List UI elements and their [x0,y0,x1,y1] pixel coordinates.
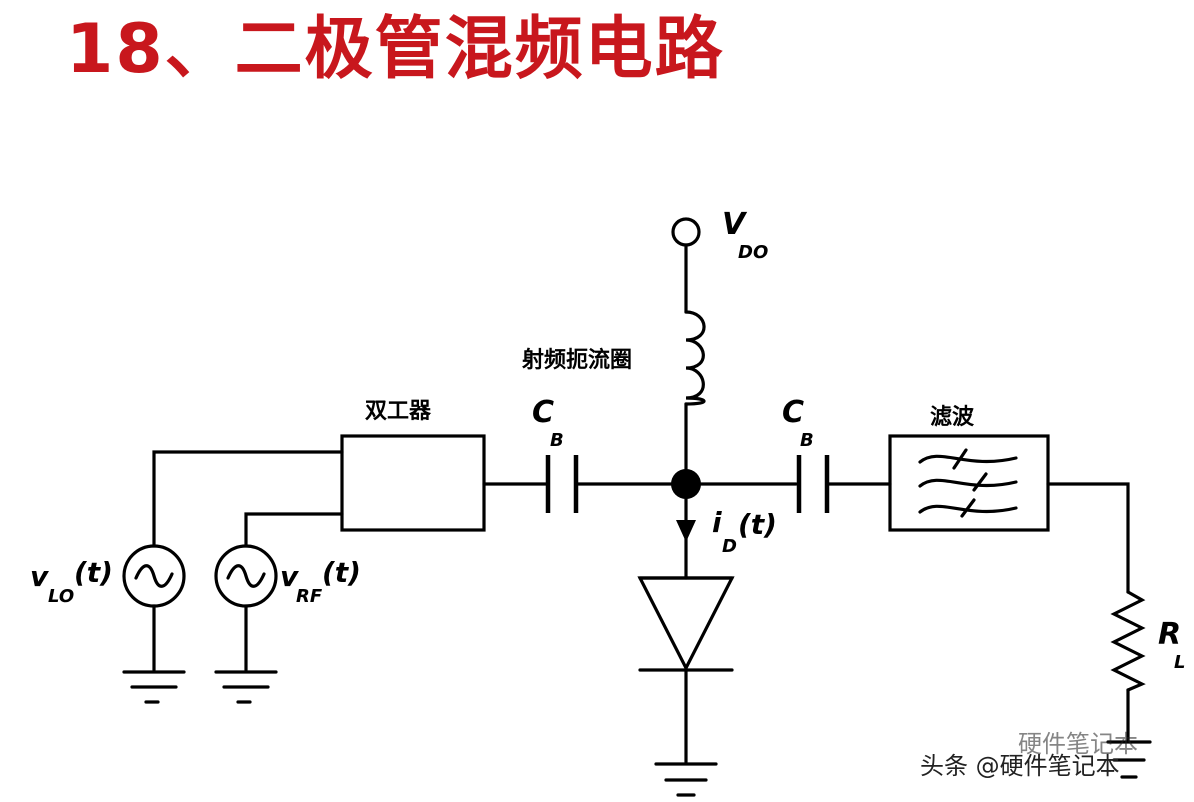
diplexer-box [340,434,486,532]
cb-left-label-sub: B [550,430,564,451]
ground-lo [122,670,186,704]
vdo-label: V [722,207,748,242]
id-label-arg: (t) [738,508,777,541]
ground-rl [1106,740,1152,779]
capacitor-cb-left [545,455,579,513]
load-resistor-rl [1046,482,1146,742]
vdo-terminal [671,217,701,314]
ground-diode [654,762,718,797]
filter-label: 滤波 [930,405,975,430]
vrf-label-sub: RF [296,586,323,607]
choke-label: 射频扼流圈 [521,347,632,373]
rf-choke-inductor [684,310,706,486]
vlo-label-sub: LO [48,586,74,607]
cb-right-label-sub: B [800,430,814,451]
vrf-label: v [280,560,299,593]
diode [637,576,735,764]
diplexer-label: 双工器 [365,399,432,424]
vrf-label-arg: (t) [322,556,361,589]
vlo-label-arg: (t) [74,556,113,589]
id-label: i [712,506,722,539]
ground-rf [214,670,278,704]
page-title: 18、二极管混频电路 [66,10,725,89]
id-label-sub: D [722,536,737,557]
cb-right-label: C [782,395,804,430]
diode-current-arrow [676,482,696,580]
capacitor-cb-right [796,455,830,513]
vlo-label: v [30,560,49,593]
vdo-label-sub: DO [738,242,768,263]
watermark-text: 头条 @硬件笔记本 [920,752,1120,780]
rf-source [214,512,344,672]
cb-left-label: C [532,395,554,430]
watermark-faded-text: 硬件笔记本 [1018,730,1138,758]
filter-box [888,434,1050,532]
rl-label-sub: L [1174,652,1185,673]
rl-label: R [1158,617,1181,652]
lo-source [122,450,344,672]
